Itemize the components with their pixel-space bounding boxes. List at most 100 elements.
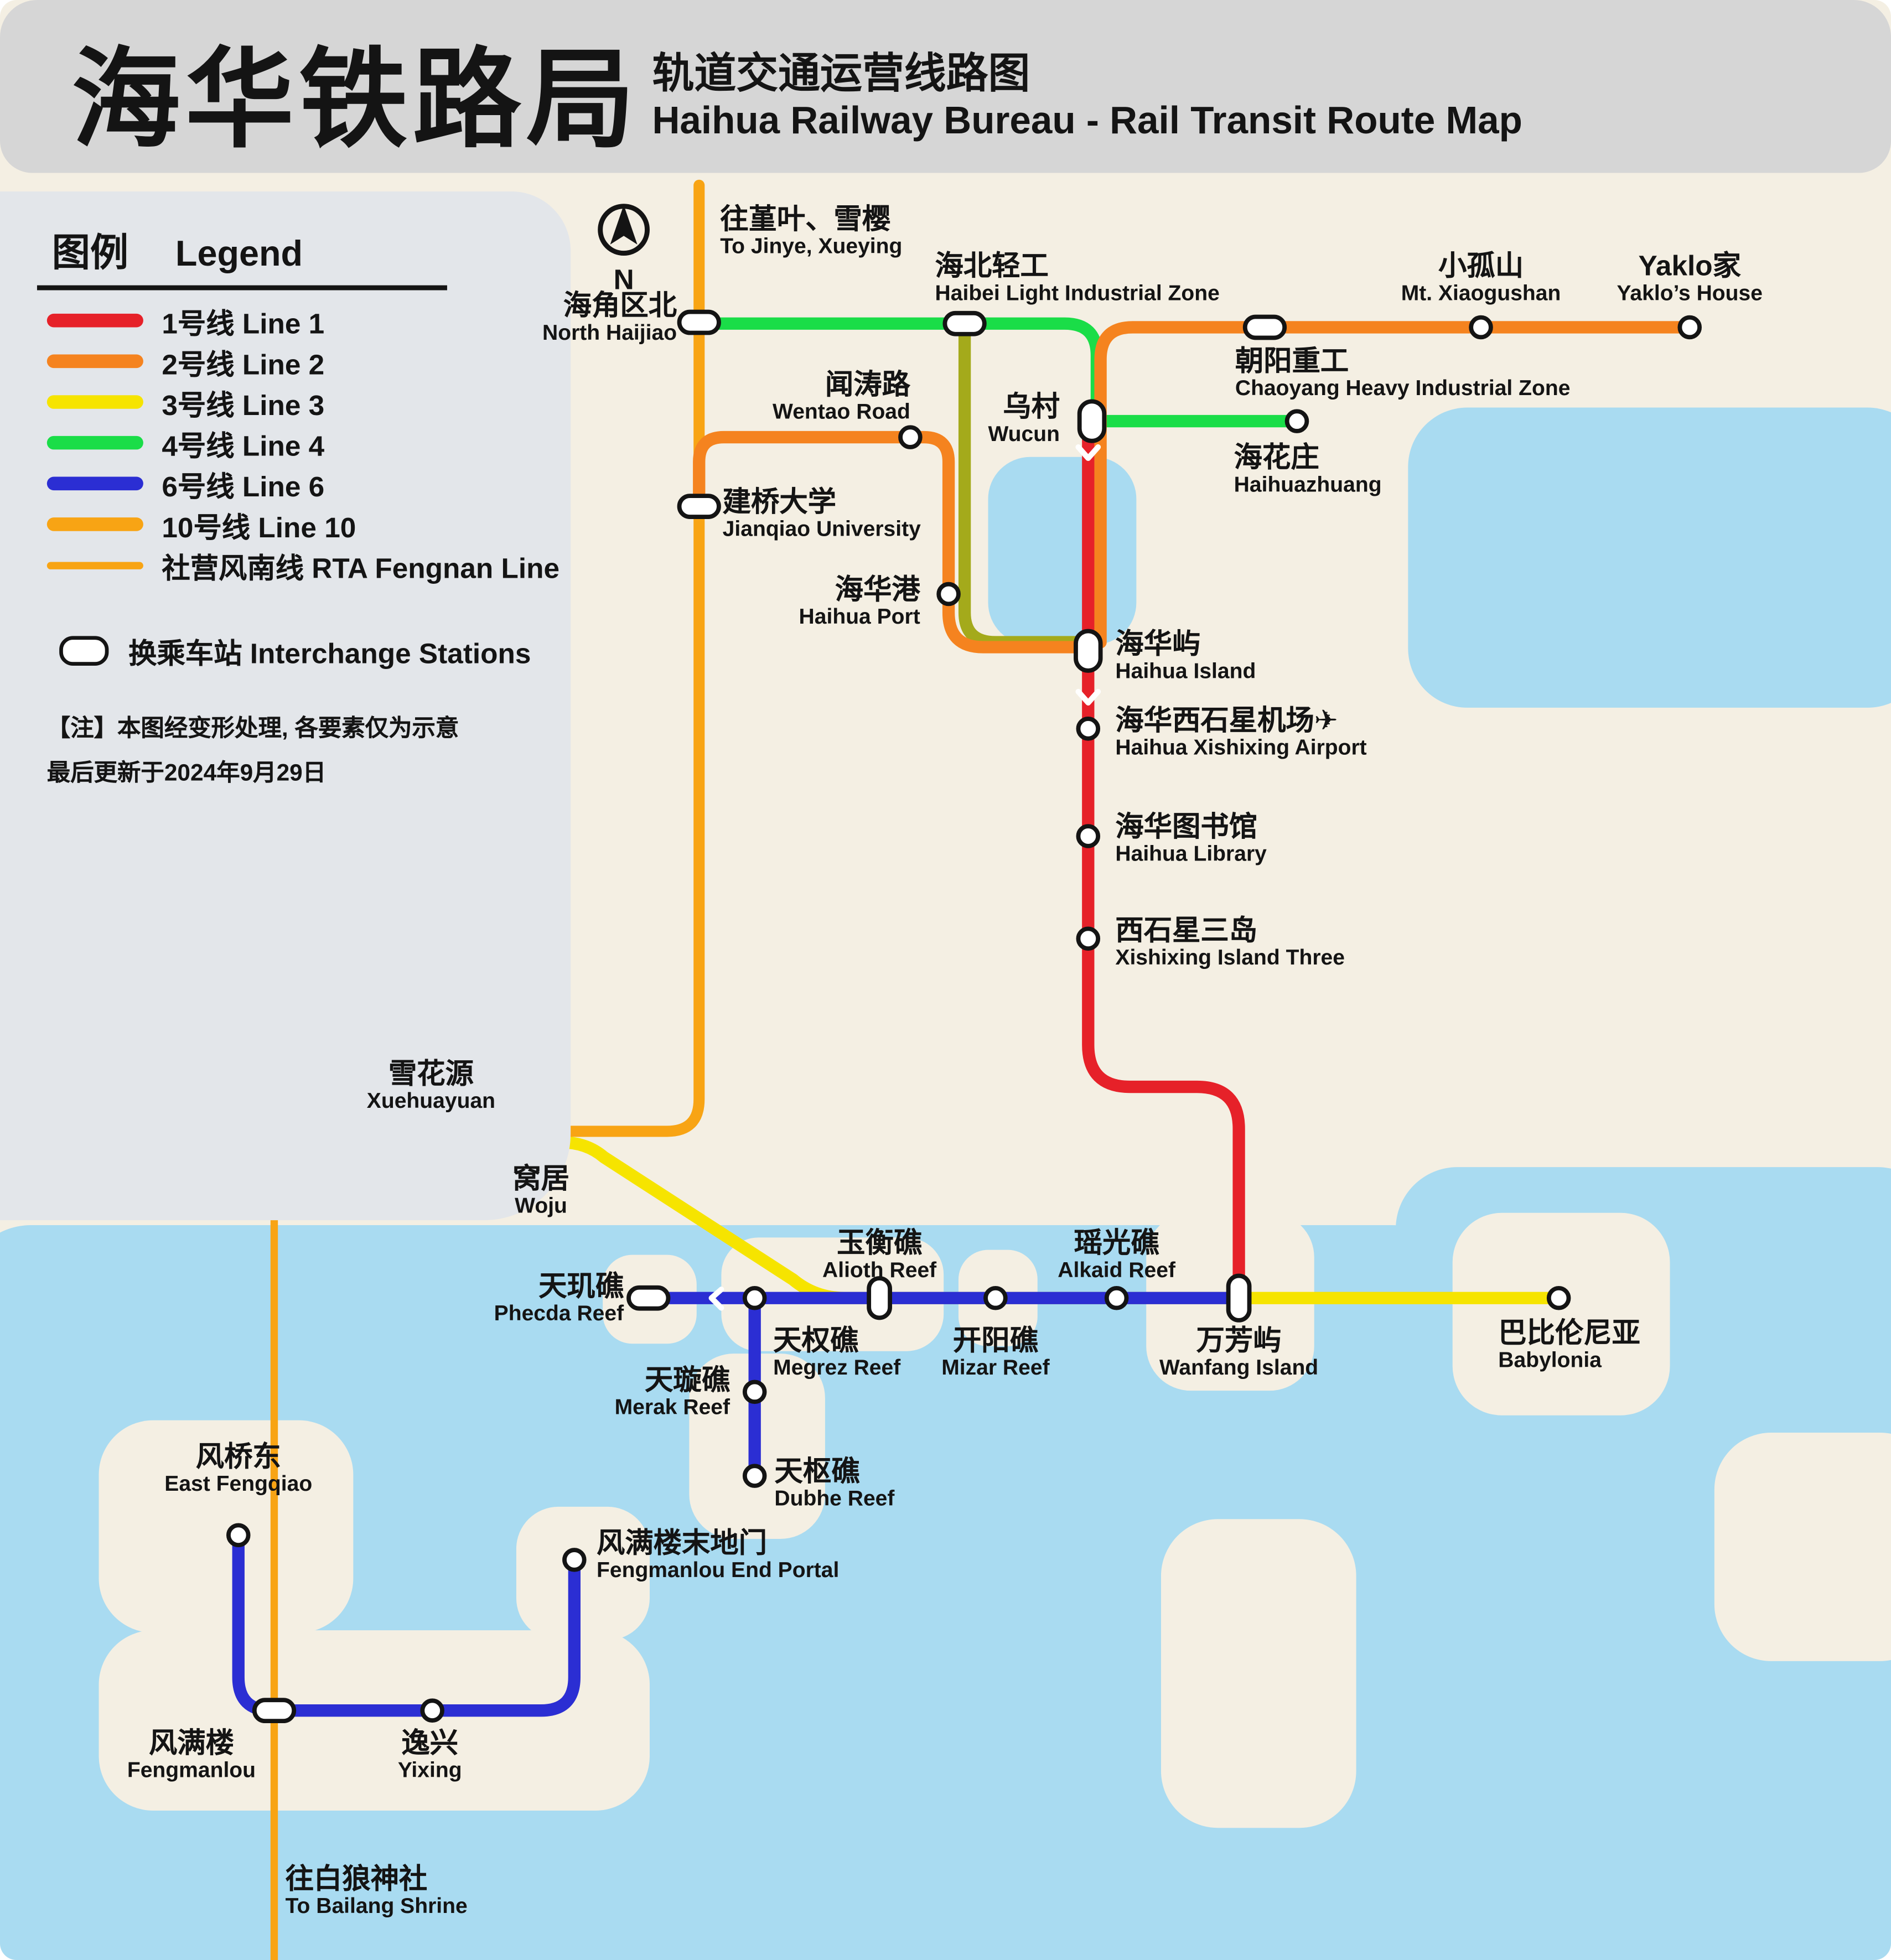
compass: N <box>598 204 650 295</box>
station-name-zh: 风桥东 <box>195 1440 281 1472</box>
station-name-zh: 逸兴 <box>401 1726 459 1759</box>
station-name-zh: 乌村 <box>1003 390 1060 423</box>
station-name-zh: 朝阳重工 <box>1235 344 1349 377</box>
island-end-portal <box>516 1506 650 1640</box>
legend-label: 社营风南线 RTA Fengnan Line <box>162 551 560 584</box>
interchange-station-icon <box>59 636 109 666</box>
line4-color-swatch <box>46 435 143 450</box>
station-name-zh: 海花庄 <box>1234 440 1319 473</box>
station-marker-babylonia <box>1546 1285 1571 1310</box>
station-label-xiaogushan: 小孤山 Mt. Xiaogushan <box>1401 250 1561 307</box>
station-marker-dubhe <box>742 1464 767 1488</box>
station-label-north-haijiao: 海角区北 North Haijiao <box>542 289 677 346</box>
station-name-en: Yaklo’s House <box>1617 281 1763 305</box>
station-label-haibei: 海北轻工 Haibei Light Industrial Zone <box>935 250 1220 307</box>
station-label-island-three: 西石星三岛 Xishixing Island Three <box>1115 914 1345 971</box>
chevron-left-icon <box>708 1287 724 1311</box>
station-marker-mizar <box>983 1285 1008 1310</box>
legend-label: 6号线 Line 6 <box>162 470 325 502</box>
station-label-yaklo: Yaklo家 Yaklo’s House <box>1617 250 1763 307</box>
station-name-zh: 天玑礁 <box>538 1269 624 1302</box>
station-label-alkaid: 瑶光礁 Alkaid Reef <box>1058 1226 1175 1283</box>
station-label-fengmanlou: 风满楼 Fengmanlou <box>127 1726 256 1783</box>
line-10 <box>429 179 705 1137</box>
page-subtitle-en: Haihua Railway Bureau - Rail Transit Rou… <box>652 98 1522 142</box>
station-marker-wucun <box>1077 399 1107 443</box>
line10-color-swatch <box>46 517 143 531</box>
station-name-en: Woju <box>515 1193 567 1218</box>
terminus-zh: 往白狼神社 <box>285 1862 428 1895</box>
station-label-yixing: 逸兴 Yixing <box>398 1726 462 1783</box>
legend-row-line1: 1号线 Line 1 <box>46 307 559 339</box>
legend-row-line3: 3号线 Line 3 <box>46 388 559 421</box>
station-label-dubhe: 天枢礁 Dubhe Reef <box>774 1455 894 1512</box>
station-name-en: Wucun <box>988 421 1060 447</box>
page-subtitle-zh: 轨道交通运营线路图 <box>652 50 1030 98</box>
station-label-wentao: 闻涛路 Wentao Road <box>773 368 910 425</box>
station-label-alioth: 玉衡礁 Alioth Reef <box>822 1226 936 1283</box>
station-name-zh: Yaklo家 <box>1638 249 1741 282</box>
station-marker-chaoyang <box>1242 314 1287 340</box>
station-name-en: Megrez Reef <box>773 1355 901 1380</box>
rta-color-swatch <box>46 561 143 569</box>
legend-label: 2号线 Line 2 <box>162 348 325 380</box>
legend-note-2: 最后更新于2024年9月29日 <box>46 760 327 787</box>
station-label-merak: 天璇礁 Merak Reef <box>615 1363 730 1420</box>
station-name-en: North Haijiao <box>542 320 677 345</box>
station-label-jianqiao: 建桥大学 Jianqiao University <box>723 485 921 542</box>
station-name-en: East Fengqiao <box>164 1471 313 1496</box>
station-name-en: Yixing <box>397 1757 462 1783</box>
station-marker-haihua-island <box>1074 629 1103 673</box>
legend-interchange-row: 换乘车站 Interchange Stations <box>59 630 531 672</box>
station-name-zh: 天璇礁 <box>645 1363 731 1396</box>
station-marker-island-three <box>1076 926 1101 951</box>
island-babylonia <box>1452 1212 1670 1415</box>
station-label-megrez: 天权礁 Megrez Reef <box>773 1324 900 1381</box>
station-name-en: Haibei Light Industrial Zone <box>935 281 1220 305</box>
legend-items: 1号线 Line 1 2号线 Line 2 3号线 Line 3 4号线 Lin… <box>46 307 559 584</box>
station-name-zh: 风满楼末地门 <box>597 1526 768 1559</box>
station-label-haihua-island: 海华屿 Haihua Island <box>1115 628 1256 685</box>
island-east-fengqiao <box>99 1420 354 1633</box>
station-marker-jianqiao <box>677 494 721 519</box>
direction-chevrons <box>708 444 1101 1311</box>
station-label-babylonia: 巴比伦尼亚 Babylonia <box>1498 1316 1640 1373</box>
station-marker-alkaid <box>1104 1285 1129 1310</box>
terminus-en: To Jinye, Xueying <box>720 234 903 258</box>
station-marker-east-fengqiao <box>226 1523 251 1548</box>
station-marker-haihuazhuang <box>1284 409 1309 433</box>
station-name-en: Mizar Reef <box>941 1355 1050 1380</box>
line3-color-swatch <box>46 395 143 409</box>
station-name-zh: 窝居 <box>512 1162 569 1195</box>
station-name-en: Dubhe Reef <box>774 1486 895 1511</box>
station-name-en: Alkaid Reef <box>1058 1257 1176 1283</box>
station-name-zh: 雪花源 <box>388 1057 474 1090</box>
line6-color-swatch <box>46 476 143 491</box>
legend-row-line2: 2号线 Line 2 <box>46 348 559 380</box>
station-marker-yixing <box>420 1698 444 1723</box>
station-name-zh: 万芳屿 <box>1196 1324 1282 1356</box>
compass-needle-icon <box>610 205 638 245</box>
station-marker-yaklo <box>1677 315 1702 340</box>
station-name-zh: 开阳礁 <box>952 1324 1038 1356</box>
station-label-end-portal: 风满楼末地门 Fengmanlou End Portal <box>597 1527 839 1584</box>
station-name-en: Xishixing Island Three <box>1115 945 1345 970</box>
station-name-en: Wanfang Island <box>1159 1355 1319 1380</box>
station-name-en: Alioth Reef <box>822 1257 937 1283</box>
station-label-mizar: 开阳礁 Mizar Reef <box>941 1324 1049 1381</box>
station-name-zh: 玉衡礁 <box>837 1226 923 1259</box>
station-name-zh: 天枢礁 <box>774 1455 860 1487</box>
station-label-wanfang: 万芳屿 Wanfang Island <box>1159 1324 1318 1381</box>
terminus-label-to-bailang: 往白狼神社 To Bailang Shrine <box>286 1863 468 1920</box>
station-marker-phecda <box>626 1285 671 1311</box>
legend-note-1: 【注】本图经变形处理, 各要素仅为示意 <box>46 716 459 743</box>
station-marker-merak <box>742 1380 767 1404</box>
station-name-en: Mt. Xiaogushan <box>1401 281 1561 305</box>
station-name-zh: 海角区北 <box>563 289 677 322</box>
station-marker-haihua-port <box>936 582 961 606</box>
station-name-en: Wentao Road <box>773 399 910 424</box>
legend-panel: 图例 Legend 1号线 Line 1 2号线 Line 2 3号线 Line… <box>0 191 571 1221</box>
station-name-zh: 海华西石星机场✈ <box>1115 704 1338 737</box>
station-name-zh: 建桥大学 <box>722 485 836 518</box>
